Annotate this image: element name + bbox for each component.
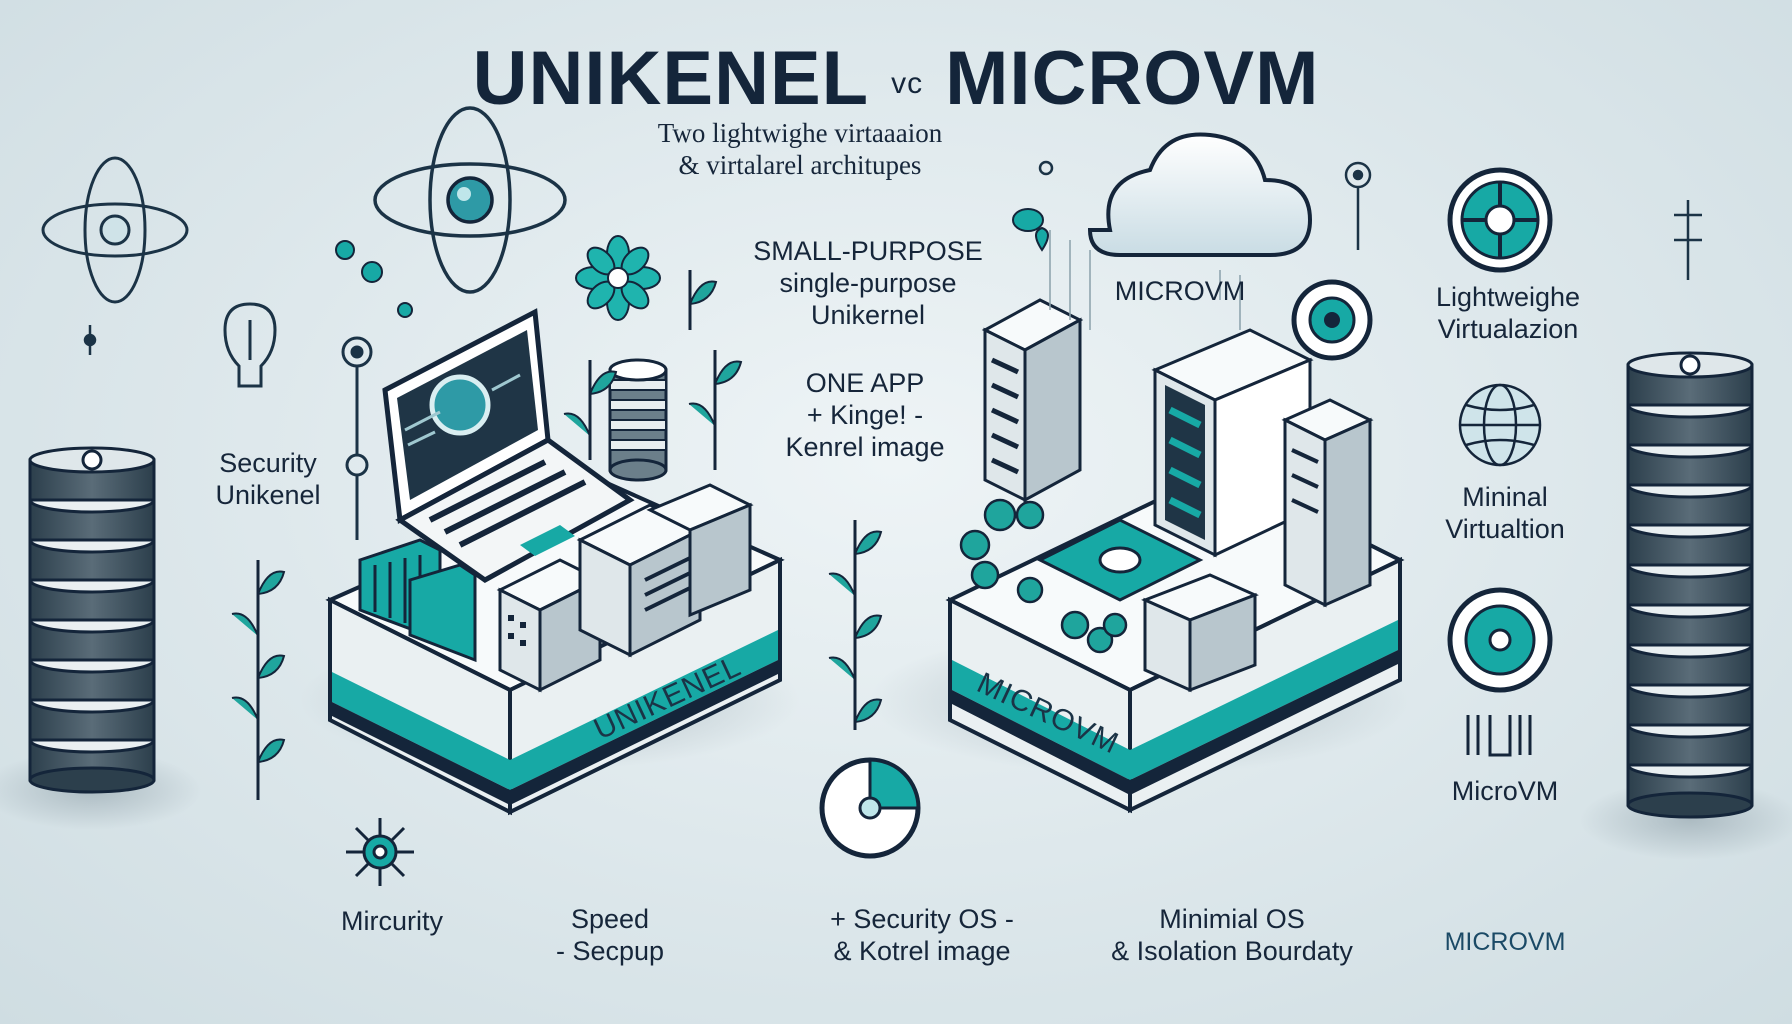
atom-icon [373, 106, 567, 294]
leaf [231, 696, 259, 721]
label-line: single-purpose [779, 267, 957, 298]
label-line: Lightweighe [1435, 282, 1581, 312]
title-vs: vc [891, 67, 924, 101]
pie-chart-icon [819, 757, 921, 859]
microvm-label: MICROVM [1114, 276, 1246, 306]
mircurity-label: Mircurity [341, 906, 443, 936]
disk-light [81, 449, 103, 471]
microvm-side-label: MicroVM [1451, 776, 1559, 806]
chip-icon [1036, 518, 1204, 602]
connector-icon [83, 325, 97, 355]
laptop-icon [382, 308, 635, 583]
server-block [646, 483, 754, 618]
security-unikernel-label: Security Unikenel [215, 448, 320, 512]
signal-bars-icon [1466, 715, 1532, 757]
subtitle-line-2: & virtalarel architupes [678, 149, 922, 180]
label-line: Virtualtion [1445, 513, 1565, 544]
network-hub-icon [346, 818, 414, 886]
leaf [256, 570, 286, 596]
leaf [828, 656, 856, 681]
leaf [713, 360, 743, 386]
server-tower [1281, 398, 1374, 608]
leaf [828, 572, 856, 597]
leaf-icon [1012, 208, 1049, 252]
security-os-label: + Security OS - & Kotrel image [830, 904, 1014, 968]
label-line: + Kinge! - [806, 399, 924, 430]
minimal-os-label: Minimial OS & Isolation Bourdaty [1111, 904, 1353, 968]
cloud-icon [1087, 132, 1313, 257]
leaf [563, 412, 591, 437]
target-icon [341, 336, 373, 540]
single-purpose-label: SMALL-PURPOSE single-purpose Unikernel [753, 236, 983, 332]
disk-light [1679, 354, 1701, 376]
gear-icon [1447, 167, 1553, 273]
leaf [256, 738, 286, 764]
database-icon [608, 358, 668, 482]
leaf [256, 654, 286, 680]
label-line: Security [219, 448, 317, 478]
disk-base [28, 766, 156, 794]
label-line: Virtualazion [1437, 313, 1579, 344]
label-line: Kenrel image [785, 431, 945, 462]
label-line: Unikernel [810, 299, 926, 330]
bush-icon [959, 498, 1128, 654]
label-line: ONE APP [805, 368, 925, 398]
teal-rack [358, 538, 477, 663]
label-line: + Security OS - [830, 904, 1014, 934]
leaf [231, 612, 259, 637]
label-line: SMALL-PURPOSE [753, 236, 983, 266]
page-title: UNIKENEL vc MICROVM [473, 34, 1320, 124]
minimal-virtualization-label: Mininal Virtualtion [1445, 482, 1565, 546]
subtitle: Two lightwighe virtaaaion & virtalarel a… [658, 118, 943, 182]
plant-icon [231, 270, 883, 800]
disk-base [1626, 791, 1754, 819]
subtitle-line-1: Two lightwighe virtaaaion [657, 118, 943, 148]
target-disc-icon [1291, 279, 1373, 361]
leaf-icon [335, 240, 413, 318]
globe-icon [1458, 383, 1542, 467]
title-left: UNIKENEL [472, 36, 870, 121]
lightbulb-icon [223, 302, 277, 388]
connector-icon [1038, 160, 1702, 280]
flower-icon [575, 235, 661, 321]
one-app-label: ONE APP + Kinge! - Kenrel image [785, 368, 944, 464]
lightweight-virtualization-label: Lightweighe Virtualazion [1436, 282, 1580, 346]
server-tower [981, 298, 1084, 503]
leaf [688, 280, 718, 306]
title-right: MICROVM [945, 36, 1320, 121]
atom-icon [41, 156, 189, 304]
disc-icon [1447, 587, 1553, 693]
leaf [853, 614, 883, 640]
label-line: Minimial OS [1159, 904, 1305, 934]
label-line: Speed [570, 904, 650, 934]
label-line: & Isolation Bourdaty [1111, 935, 1353, 966]
right-server-stack [1580, 351, 1792, 860]
server-block [1141, 573, 1259, 693]
label-line: - Secpup [555, 935, 665, 966]
leaf [853, 530, 883, 556]
left-server-stack [0, 446, 202, 830]
speed-label: Speed - Secpup [556, 904, 664, 968]
leaf [588, 370, 618, 396]
label-line: & Kotrel image [833, 935, 1011, 966]
data-lines [1049, 230, 1241, 330]
leaf [688, 402, 716, 427]
label-line: Unikenel [215, 479, 321, 510]
microvm-bottom-label: MICROVM [1444, 928, 1566, 956]
label-line: Mininal [1462, 482, 1548, 512]
